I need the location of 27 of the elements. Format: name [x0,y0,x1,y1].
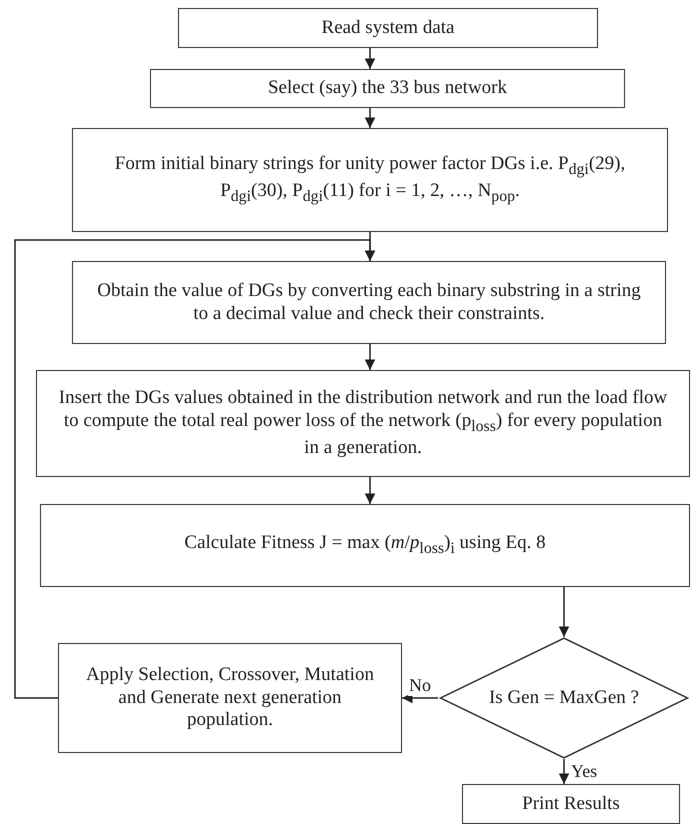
decision-diamond [438,637,690,759]
node-text: Form initial binary strings for unity power factor DGs i.e. P$_{dgi}$(29), P$_{dgi}$(30), P$_{dgi}$(11) for i = 1, 2, …, N$_{pop}$. [114,153,626,207]
process-box [40,504,690,587]
edge-label: No [408,676,432,696]
process-box [72,261,666,344]
node-text: Is Gen = MaxGen ? [488,686,639,710]
node-text: Calculate Fitness J = max (m/p$_{loss}$)$_{i}$ using Eq. 8 [184,532,546,559]
process-box [58,643,402,753]
arrow [402,692,438,704]
arrow [14,239,376,699]
node-text: Print Results [522,792,620,816]
arrow [364,108,376,128]
process-box [72,128,668,232]
arrow [364,344,376,370]
arrow [558,759,570,784]
arrow [364,48,376,69]
node-text: Obtain the value of DGs by converting each binary substring in a string to a decimal value and check their constraints. [96,280,642,326]
node-text: Insert the DGs values obtained in the distribution network and run the load flow to compute the total real power loss of the network (p$_{loss}$) for every population in a generation. [58,387,668,460]
node-text: Apply Selection, Crossover, Mutation and Generate next generation population. [85,664,375,732]
process-box [36,370,690,477]
process-box [178,8,598,48]
arrow [558,587,570,637]
process-box [150,69,625,108]
node-text: Read system data [322,16,454,40]
process-box [462,784,680,824]
node-text: Select (say) the 33 bus network [268,77,508,100]
arrow [364,477,376,504]
